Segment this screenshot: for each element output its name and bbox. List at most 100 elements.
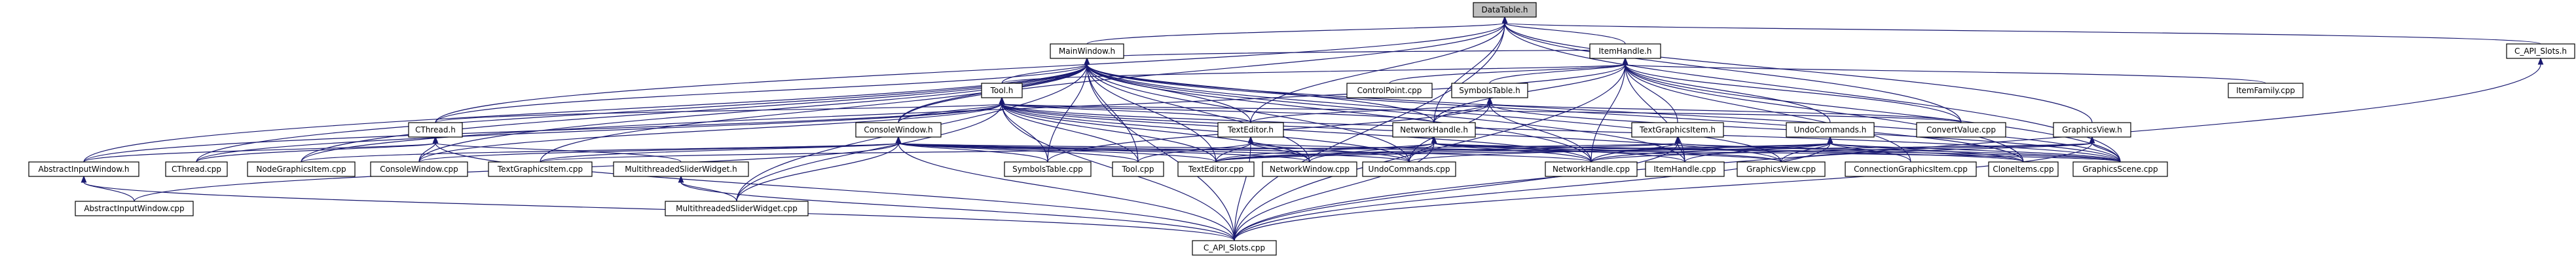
node-symbolstable-cpp[interactable]: SymbolsTable.cpp xyxy=(1004,161,1092,177)
edge-networkhandle-h-to-datatable-h xyxy=(1433,16,1508,123)
edge-nodegraphicsitem-cpp-to-consolewindow-h xyxy=(301,136,902,163)
node-label: DataTable.h xyxy=(1481,5,1528,14)
node-label: GraphicsView.h xyxy=(2062,125,2122,134)
node-texteditor-h[interactable]: TextEditor.h xyxy=(1217,122,1284,138)
node-box xyxy=(2053,122,2131,138)
edge-cthread-h-to-datatable-h xyxy=(435,16,1508,123)
edge-mainwindow-h-to-itemhandle-h xyxy=(1086,43,1628,59)
edge-undocommands-cpp-to-mainwindow-h xyxy=(1084,57,1410,163)
node-graphicsscene-cpp[interactable]: GraphicsScene.cpp xyxy=(2072,161,2168,177)
node-label: MainWindow.h xyxy=(1059,47,1115,56)
node-undocommands-cpp[interactable]: UndoCommands.cpp xyxy=(1362,161,1456,177)
node-box xyxy=(1589,43,1661,59)
node-box xyxy=(28,161,139,177)
node-label: SymbolsTable.h xyxy=(1459,86,1520,95)
node-box xyxy=(2072,161,2168,177)
node-label: AbstractInputWindow.h xyxy=(38,165,129,174)
edge-convertvalue-cpp-to-symbolstable-h xyxy=(1486,96,1962,123)
node-label: ConsoleWindow.h xyxy=(864,125,932,134)
edge-texteditor-cpp-to-graphicsview-h xyxy=(1215,136,2095,163)
node-label: UndoCommands.h xyxy=(1794,125,1867,134)
node-itemfamily-cpp[interactable]: ItemFamily.cpp xyxy=(2228,83,2304,98)
edge-multithreadedsliderwidget-cpp-to-multithreadedsliderwidget-h xyxy=(678,175,737,202)
node-tool-cpp[interactable]: Tool.cpp xyxy=(1112,161,1164,177)
node-label: CloneItems.cpp xyxy=(1993,165,2053,174)
node-graphicsview-cpp[interactable]: GraphicsView.cpp xyxy=(1737,161,1826,177)
edge-c-api-slots-cpp-to-multithreadedsliderwidget-h xyxy=(678,175,1235,241)
node-cthread-h[interactable]: CThread.h xyxy=(408,122,463,138)
node-itemhandle-h[interactable]: ItemHandle.h xyxy=(1589,43,1661,59)
node-label: NetworkHandle.h xyxy=(1400,125,1468,134)
node-box xyxy=(370,161,468,177)
node-controlpoint-cpp[interactable]: ControlPoint.cpp xyxy=(1346,83,1433,98)
node-networkhandle-h[interactable]: NetworkHandle.h xyxy=(1392,122,1476,138)
node-abstractinputwindow-h[interactable]: AbstractInputWindow.h xyxy=(28,161,139,177)
edge-c-api-slots-cpp-to-cthread-h xyxy=(432,136,1235,241)
node-undocommands-h[interactable]: UndoCommands.h xyxy=(1786,122,1875,138)
node-label: ConvertValue.cpp xyxy=(1926,125,1996,134)
node-label: NetworkWindow.cpp xyxy=(1270,165,1350,174)
node-mainwindow-h[interactable]: MainWindow.h xyxy=(1050,43,1124,59)
edge-c-api-slots-h-to-datatable-h xyxy=(1501,16,2541,45)
node-textgraphicsitem-cpp[interactable]: TextGraphicsItem.cpp xyxy=(488,161,593,177)
node-datatable-h[interactable]: DataTable.h xyxy=(1473,2,1537,18)
node-label: ItemHandle.cpp xyxy=(1653,165,1716,174)
node-symbolstable-h[interactable]: SymbolsTable.h xyxy=(1451,83,1528,98)
node-box xyxy=(1004,161,1092,177)
node-abstractinputwindow-cpp[interactable]: AbstractInputWindow.cpp xyxy=(75,201,194,216)
node-graphicsview-h[interactable]: GraphicsView.h xyxy=(2053,122,2131,138)
node-label: GraphicsView.cpp xyxy=(1746,165,1816,174)
edge-convertvalue-cpp-to-tool-h xyxy=(999,96,1962,123)
node-texteditor-cpp[interactable]: TextEditor.cpp xyxy=(1177,161,1255,177)
node-connectiongraphicsitem-cpp[interactable]: ConnectionGraphicsItem.cpp xyxy=(1845,161,1977,177)
edge-abstractinputwindow-h-to-cthread-h xyxy=(83,136,439,163)
node-box xyxy=(613,161,749,177)
node-nodegraphicsitem-cpp[interactable]: NodeGraphicsItem.cpp xyxy=(247,161,356,177)
node-label: UndoCommands.cpp xyxy=(1369,165,1450,174)
node-consolewindow-h[interactable]: ConsoleWindow.h xyxy=(855,122,942,138)
node-tool-h[interactable]: Tool.h xyxy=(981,83,1023,98)
node-box xyxy=(1392,122,1476,138)
node-box xyxy=(665,201,809,216)
edge-texteditor-cpp-to-undocommands-h xyxy=(1215,136,1833,163)
node-consolewindow-cpp[interactable]: ConsoleWindow.cpp xyxy=(370,161,468,177)
edge-cloneitems-cpp-to-itemhandle-h xyxy=(1622,57,2024,163)
node-itemhandle-cpp[interactable]: ItemHandle.cpp xyxy=(1645,161,1725,177)
node-c-api-slots-cpp[interactable]: C_API_Slots.cpp xyxy=(1192,240,1277,256)
node-label: NetworkHandle.cpp xyxy=(1553,165,1630,174)
node-multithreadedsliderwidget-cpp[interactable]: MultithreadedSliderWidget.cpp xyxy=(665,201,809,216)
edge-itemfamily-cpp-to-itemhandle-h xyxy=(1622,57,2266,84)
node-box xyxy=(1845,161,1977,177)
node-label: MultithreadedSliderWidget.cpp xyxy=(676,204,798,213)
node-label: CThread.cpp xyxy=(172,165,221,174)
node-box xyxy=(1786,122,1875,138)
node-label: NodeGraphicsItem.cpp xyxy=(256,165,346,174)
node-box xyxy=(1050,43,1124,59)
node-cloneitems-cpp[interactable]: CloneItems.cpp xyxy=(1988,161,2059,177)
node-box xyxy=(1362,161,1456,177)
node-textgraphicsitem-h[interactable]: TextGraphicsItem.h xyxy=(1631,122,1724,138)
edge-cthread-h-to-tool-h xyxy=(435,96,1005,123)
node-c-api-slots-h[interactable]: C_API_Slots.h xyxy=(2506,43,2575,59)
node-box xyxy=(247,161,356,177)
node-box xyxy=(855,122,942,138)
node-networkwindow-cpp[interactable]: NetworkWindow.cpp xyxy=(1262,161,1357,177)
node-label: ItemFamily.cpp xyxy=(2236,86,2295,95)
node-label: MultithreadedSliderWidget.h xyxy=(625,165,737,174)
node-convertvalue-cpp[interactable]: ConvertValue.cpp xyxy=(1916,122,2006,138)
node-label: AbstractInputWindow.cpp xyxy=(84,204,184,213)
node-label: TextEditor.cpp xyxy=(1188,165,1243,174)
node-multithreadedsliderwidget-h[interactable]: MultithreadedSliderWidget.h xyxy=(613,161,749,177)
node-cthread-cpp[interactable]: CThread.cpp xyxy=(165,161,228,177)
node-box xyxy=(75,201,194,216)
node-box xyxy=(408,122,463,138)
node-box xyxy=(2506,43,2575,59)
node-box xyxy=(488,161,593,177)
edge-mainwindow-h-to-datatable-h xyxy=(1086,16,1508,45)
node-networkhandle-cpp[interactable]: NetworkHandle.cpp xyxy=(1545,161,1638,177)
node-box xyxy=(1473,2,1537,18)
edge-texteditor-cpp-to-networkhandle-h xyxy=(1215,136,1437,163)
edge-layer xyxy=(81,16,2544,241)
node-label: ItemHandle.h xyxy=(1598,47,1651,56)
node-box xyxy=(165,161,228,177)
